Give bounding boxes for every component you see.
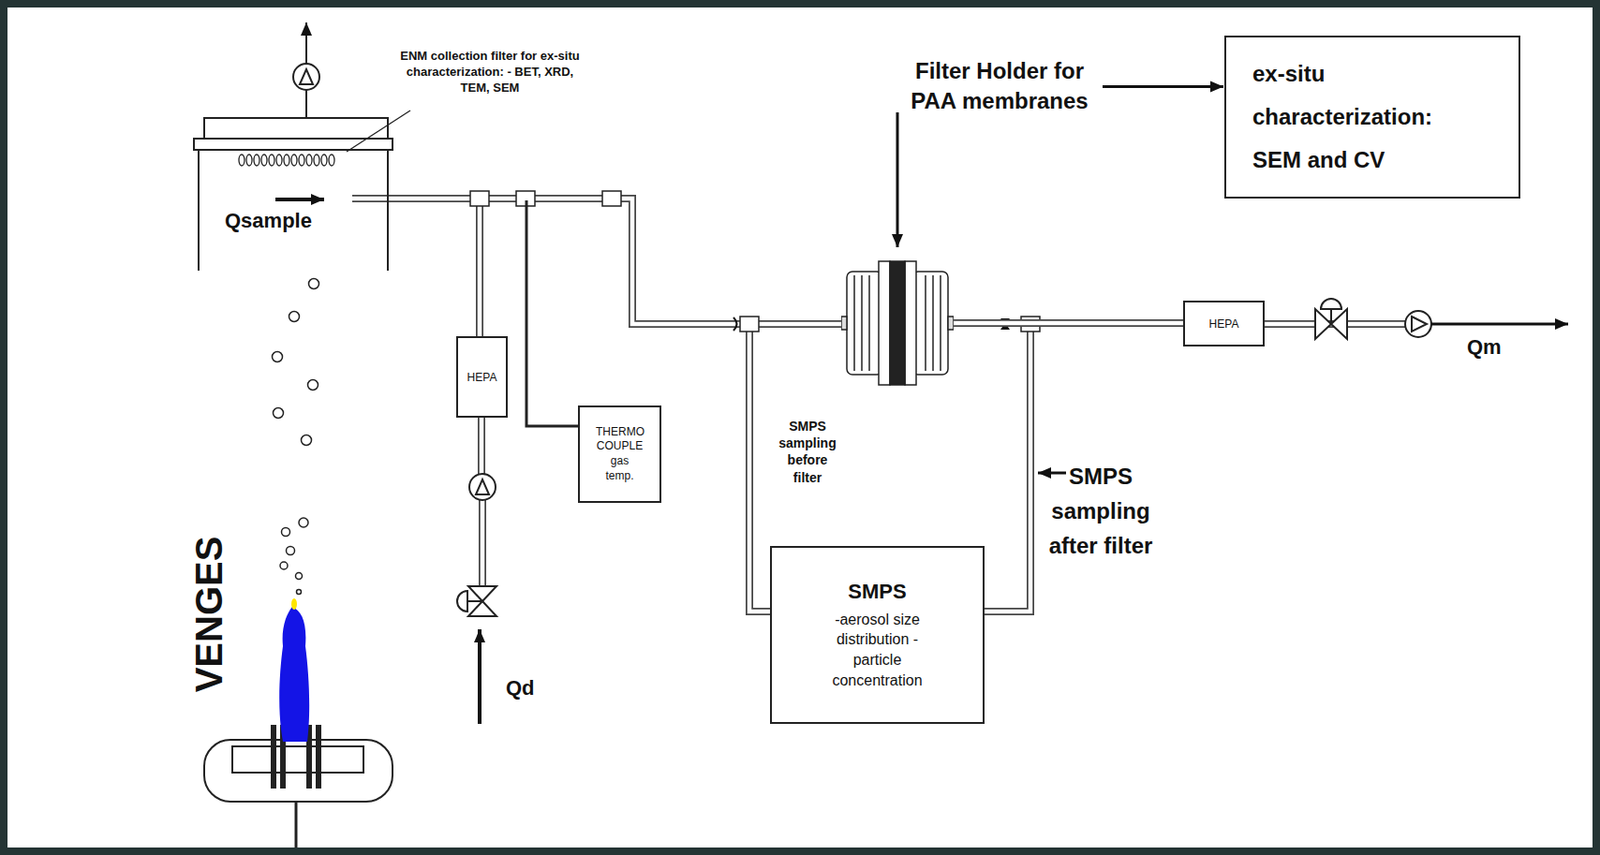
smps-box: SMPS -aerosol size distribution -particle… xyxy=(770,546,985,725)
filter-holder: Filter Holder for PAA membranes xyxy=(841,260,954,386)
frame xyxy=(3,3,1597,852)
dilution-pump xyxy=(469,474,496,501)
hepa-filter: HEPA xyxy=(1183,300,1265,347)
box-text: HEPA xyxy=(1209,317,1240,331)
thermocouple-box: THERMO COUPLE gas temp. xyxy=(577,405,662,504)
fitting-mark xyxy=(733,317,738,331)
pointer-arrow xyxy=(896,112,900,248)
flow-arrow xyxy=(477,629,482,725)
burner-name: VENGES xyxy=(188,536,231,694)
leader-line xyxy=(346,110,411,152)
tube-wall xyxy=(953,319,1184,327)
pointer-arrow xyxy=(1102,86,1224,88)
filter-holder-shape xyxy=(841,260,954,386)
particles xyxy=(272,279,320,595)
box-text: THERMO COUPLE gas temp. xyxy=(595,425,644,484)
box-title: SMPS xyxy=(847,579,906,605)
box-text: -aerosol size distribution -particle con… xyxy=(818,609,936,691)
line-label: SMPS sampling after filter xyxy=(1035,459,1167,564)
collection-hood xyxy=(193,22,393,271)
sampling-tube xyxy=(953,323,1184,325)
box-text: ex-situ characterization: SEM and CV xyxy=(1252,52,1478,182)
box-text: HEPA xyxy=(467,370,498,385)
flow-label: Qd xyxy=(505,676,535,701)
suction-pump xyxy=(1405,311,1432,338)
tube-bore xyxy=(953,321,1184,326)
flame-tip xyxy=(291,598,297,610)
flow-arrow xyxy=(1431,323,1569,326)
flow-label: Qm xyxy=(1466,335,1502,360)
arrow-line xyxy=(1102,85,1224,89)
control-valve xyxy=(457,586,497,617)
control-valve xyxy=(1315,298,1348,340)
collection-filter xyxy=(237,152,336,168)
line-label: SMPS sampling before filter xyxy=(771,417,844,487)
t-fitting xyxy=(470,191,1040,332)
flame xyxy=(279,607,310,742)
hepa-filter: HEPA xyxy=(456,336,508,418)
callout-note: ENM collection filter for ex-situ charac… xyxy=(391,48,589,97)
thermocouple-probe xyxy=(526,200,578,427)
pointer-arrow xyxy=(1037,472,1067,475)
characterization-box: ex-situ characterization: SEM and CV xyxy=(1224,35,1521,199)
flow-label: Qsample xyxy=(224,208,312,234)
burner xyxy=(204,725,393,848)
part-heading: Filter Holder for PAA membranes xyxy=(905,56,1094,118)
flow-arrow xyxy=(275,197,325,202)
